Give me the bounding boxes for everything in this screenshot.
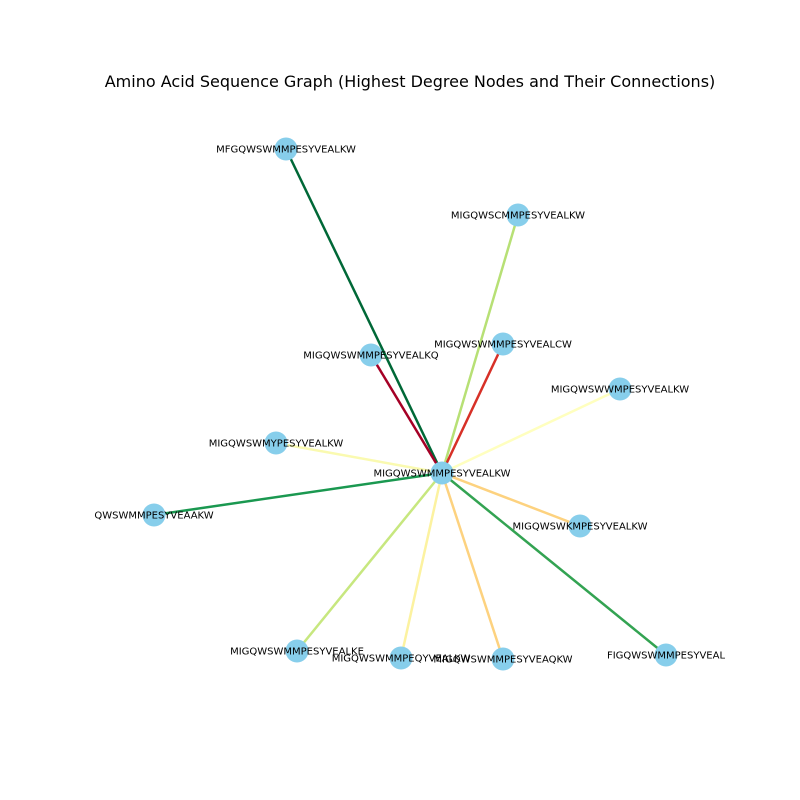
edge-n7	[153, 471, 443, 517]
node-n1[interactable]	[274, 137, 298, 161]
edge-n10	[399, 472, 444, 659]
node-n11[interactable]	[491, 647, 515, 671]
node-layer	[142, 137, 678, 671]
node-n12[interactable]	[654, 643, 678, 667]
chart-title: Amino Acid Sequence Graph (Highest Degre…	[104, 72, 716, 91]
node-label-n7: QWSWMMPESYVEAAKW	[94, 511, 213, 522]
node-label-n5: MIGQWSWWMPESYVEALKW	[551, 385, 689, 396]
edge-n5	[441, 387, 621, 475]
edge-n8	[441, 471, 581, 528]
node-n4[interactable]	[359, 343, 383, 367]
node-n9[interactable]	[285, 639, 309, 663]
node-label-n9: MIGQWSWMMPESYVEALKE	[230, 647, 364, 658]
node-label-n12: FIGQWSWMMPESYVEAL	[607, 651, 726, 662]
edge-n4	[369, 354, 444, 474]
edge-n3	[440, 343, 505, 474]
edge-n11	[440, 472, 505, 660]
edge-layer	[153, 148, 667, 660]
node-n5[interactable]	[608, 377, 632, 401]
node-label-n11: MIGQWSWMMPESYVEAQKW	[433, 655, 572, 666]
label-layer: MIGQWSWMMPESYVEALKW MFGQWSWMMPESYVEALKW MI…	[94, 145, 725, 666]
edge-n9	[296, 472, 443, 652]
node-n7[interactable]	[142, 503, 166, 527]
node-label-n8: MIGQWSWKMPESYVEALKW	[513, 522, 648, 533]
node-n2[interactable]	[506, 203, 530, 227]
node-label-n4: MIGQWSWMMPESYVEALKQ	[303, 351, 439, 362]
node-n8[interactable]	[568, 514, 592, 538]
edge-n12	[441, 472, 667, 656]
node-hub[interactable]	[430, 461, 454, 485]
edge-n6	[275, 441, 443, 475]
node-label-n3: MIGQWSWMMPESYVEALCW	[434, 340, 572, 351]
node-label-hub: MIGQWSWMMPESYVEALKW	[373, 469, 510, 480]
edge-n1	[284, 148, 444, 474]
node-n3[interactable]	[491, 332, 515, 356]
node-label-n6: MIGQWSWMYPESYVEALKW	[209, 439, 344, 450]
node-label-n10: MIGQWSWMMPEQYVEALKW	[332, 654, 471, 665]
node-n6[interactable]	[264, 431, 288, 455]
node-label-n2: MIGQWSCMMPESYVEALKW	[451, 211, 585, 222]
edge-n2	[440, 214, 520, 474]
node-label-n1: MFGQWSWMMPESYVEALKW	[216, 145, 356, 156]
node-n10[interactable]	[389, 646, 413, 670]
